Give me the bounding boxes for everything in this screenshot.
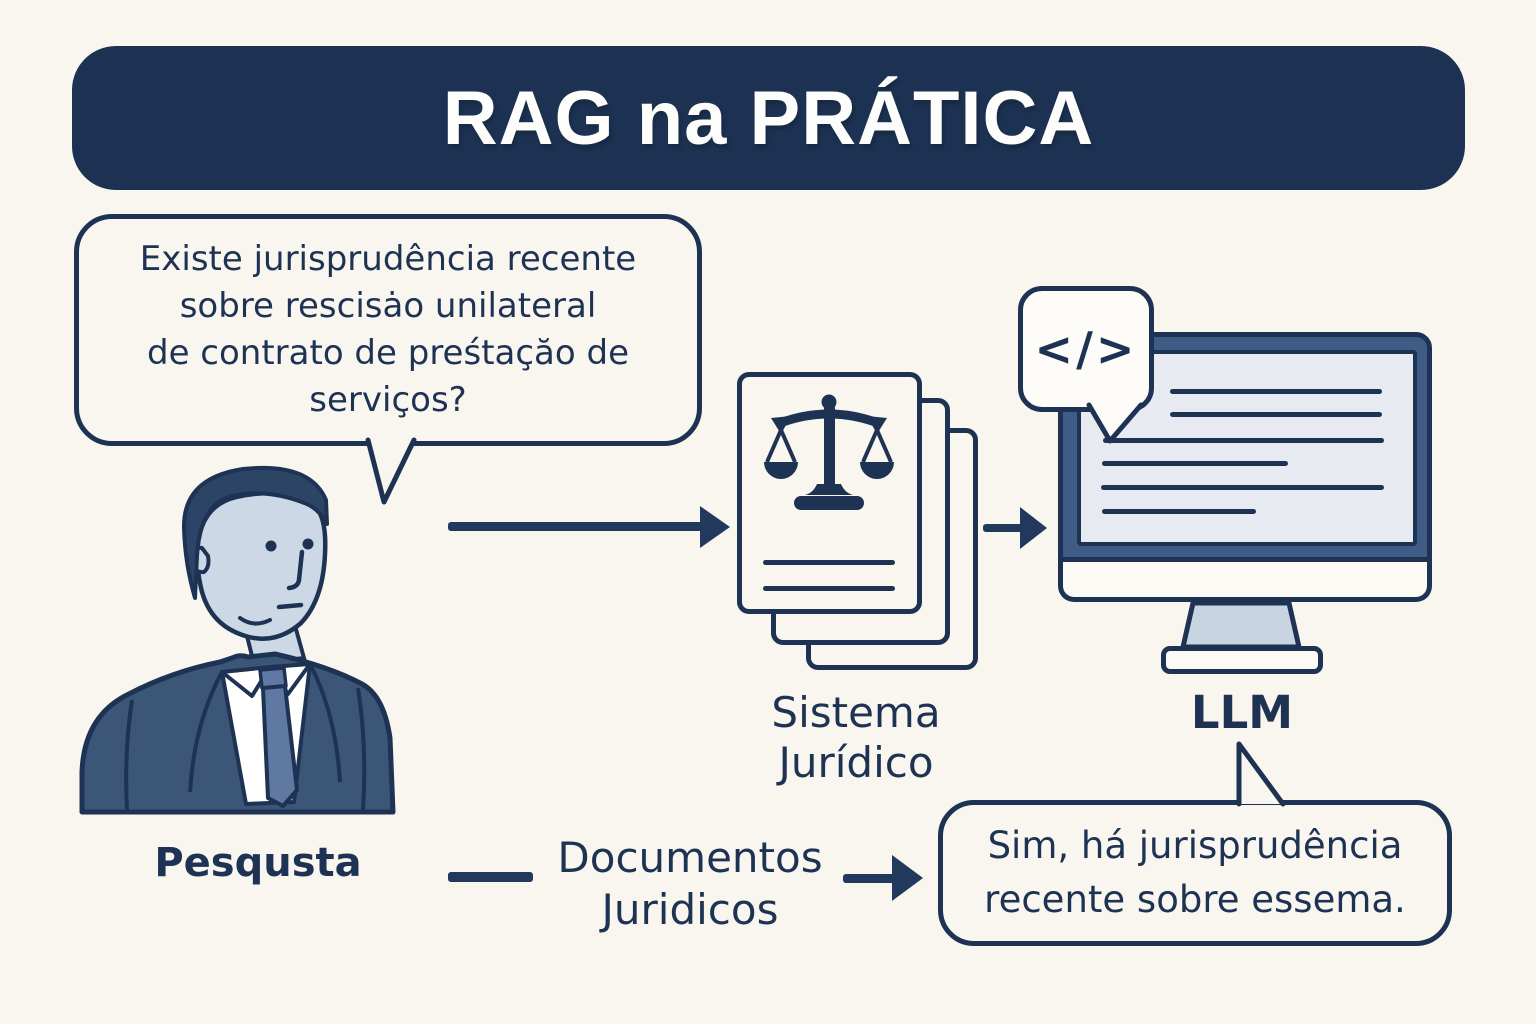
arrow-head [700,506,730,548]
tie-blade [261,684,299,808]
header-banner: RAG na PRÁTICA [72,46,1465,190]
screen-text-line [1102,509,1256,514]
question-line: sobre rescisȧo unilateral [179,286,597,326]
screen-text-line [1103,438,1384,443]
arrow-line [448,522,702,531]
arrow-line [843,874,895,883]
code-chip-bubble: </> [1018,286,1154,412]
document-text-line [763,586,895,591]
arrow-head [892,855,923,901]
answer-speech-bubble: Sim, há jurisprudência recente sobre ess… [938,800,1452,946]
legal-documents-label-line: Documentos [557,833,823,882]
person-nose [286,549,305,591]
person-chin-line [238,616,272,626]
answer-line: Sim, há jurisprudência [987,824,1403,867]
scales-of-justice-icon [764,394,894,510]
arrow-head [1020,507,1047,549]
question-bubble-tail [365,437,417,505]
monitor-chin [1058,562,1432,602]
person-hair [181,465,329,600]
person-eye [265,540,277,552]
question-line: serviços? [309,380,467,420]
screen-text-line [1101,485,1384,490]
legal-documents-label-line: Juridicos [601,885,779,934]
legal-system-label: Sistema Jurídico [736,688,976,788]
code-chip-tail [1086,402,1144,444]
legal-documents-label: Documentos Juridicos [535,832,845,936]
arrow-line [983,524,1023,532]
question-line: de contrato de preśtaçăo de [147,333,629,373]
code-icon: </> [1034,322,1138,376]
screen-text-line [1170,412,1382,417]
person-mouth [276,602,304,610]
suit-seam-left [124,699,134,811]
monitor-stand [1180,600,1302,650]
question-line: Existe jurisprudência recente [139,239,637,279]
suit-seam-right [356,687,367,811]
person-face [194,490,328,641]
llm-label: LLM [1190,686,1294,739]
answer-bubble-tail [1236,741,1286,807]
document-text-line [763,560,895,565]
person-eye [302,538,314,550]
lapel-left [188,671,224,793]
question-speech-bubble: Existe jurisprudência recente sobre resc… [74,214,702,446]
person-label: Pesqusta [154,840,362,886]
legal-system-label-line: Jurídico [778,738,934,787]
lapel-right [308,663,342,783]
answer-line: recente sobre essema. [984,878,1406,921]
person-illustration [79,465,396,815]
screen-text-line [1102,461,1288,466]
page-title: RAG na PRÁTICA [442,75,1095,161]
legal-system-label-line: Sistema [771,688,941,737]
connector-dash [448,872,533,882]
monitor-base [1161,646,1323,674]
screen-text-line [1170,389,1382,394]
